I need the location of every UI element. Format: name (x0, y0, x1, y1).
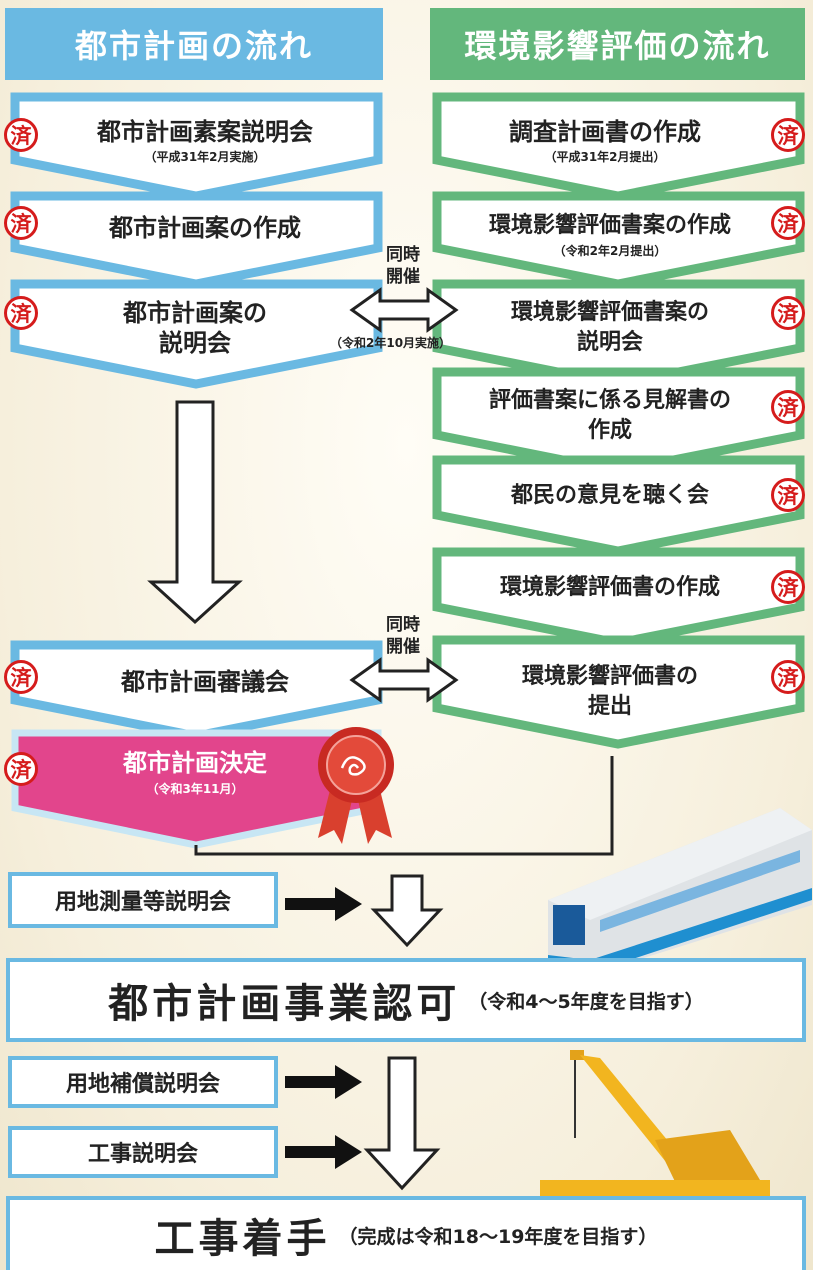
done-seal-env-1: 済 (771, 118, 805, 152)
env-step-6: 環境影響評価書の作成 (499, 575, 720, 600)
done-seal-city-2: 済 (4, 206, 38, 240)
construction-start-box: 工事着手 （完成は令和18～19年度を目指す） (6, 1196, 806, 1270)
env-step-4-shape (432, 367, 805, 476)
done-seal-city-1: 済 (4, 118, 38, 152)
env-step-5-shape (432, 455, 805, 556)
city-long-down-arrow (147, 400, 243, 625)
env-step-2: 環境影響評価書案の作成（令和2年2月提出） (488, 213, 731, 258)
env-step-5: 都民の意見を聴く会 (510, 483, 709, 508)
construction-start-note: （完成は令和18～19年度を目指す） (338, 1225, 658, 1248)
double-arrow-2 (349, 657, 459, 703)
done-seal-env-4: 済 (771, 390, 805, 424)
env-step-4: 評価書案に係る見解書の 作成 (488, 388, 731, 443)
env-step-3: 環境影響評価書案の 説明会 (510, 300, 709, 355)
right-arrow-1 (285, 887, 362, 921)
env-step-2-shape (432, 191, 805, 289)
done-seal-env-2: 済 (771, 206, 805, 240)
env-step-1-shape (432, 92, 805, 201)
construction-start-title: 工事着手 (154, 1216, 331, 1262)
project-approval-box: 都市計画事業認可 （令和4～5年度を目指す） (6, 958, 806, 1042)
merge-connector-line (194, 756, 614, 856)
train-illustration (548, 808, 812, 982)
down-arrow-2 (363, 1056, 441, 1191)
rosette-badge (318, 727, 394, 844)
city-step-3: 都市計画案の 説明会 (123, 299, 267, 357)
city-planning-header: 都市計画の流れ (5, 8, 383, 80)
simultaneous-note-1: （令和2年10月実施） (330, 336, 452, 350)
simultaneous-label-2: 同時 開催 (386, 615, 420, 657)
right-arrow-2 (285, 1065, 362, 1099)
land-survey-briefing: 用地測量等説明会 (8, 872, 278, 928)
env-step-6-shape (432, 547, 805, 648)
done-seal-city-5: 済 (4, 752, 38, 786)
done-seal-env-3: 済 (771, 296, 805, 330)
city-step-2-shape (10, 191, 383, 289)
city-planning-decision: 都市計画決定 （令和3年11月） (123, 749, 267, 796)
simultaneous-label-1: 同時 開催 (386, 245, 420, 287)
env-assessment-header: 環境影響評価の流れ (430, 8, 805, 80)
done-seal-env-5: 済 (771, 478, 805, 512)
land-compensation-briefing: 用地補償説明会 (8, 1056, 278, 1108)
project-approval-title: 都市計画事業認可 (108, 981, 461, 1027)
construction-briefing: 工事説明会 (8, 1126, 278, 1178)
env-step-1: 調査計画書の作成（平成31年2月提出） (509, 118, 701, 164)
env-step-7-shape (432, 635, 805, 749)
done-seal-env-6: 済 (771, 570, 805, 604)
city-step-2: 都市計画案の作成 (109, 214, 301, 242)
city-step-1: 都市計画素案説明会（平成31年2月実施） (97, 118, 313, 164)
done-seal-env-7: 済 (771, 660, 805, 694)
right-arrow-3 (285, 1135, 362, 1169)
double-arrow-1 (349, 287, 459, 333)
env-step-3-shape (432, 279, 805, 389)
done-seal-city-3: 済 (4, 296, 38, 330)
project-approval-note: （令和4～5年度を目指す） (468, 990, 704, 1013)
city-decision-shape (11, 729, 382, 849)
city-step-4: 都市計画審議会 (121, 668, 289, 696)
down-arrow-1 (370, 874, 444, 948)
city-step-3-shape (10, 279, 383, 389)
env-step-7: 環境影響評価書の 提出 (521, 664, 698, 719)
done-seal-city-4: 済 (4, 660, 38, 694)
